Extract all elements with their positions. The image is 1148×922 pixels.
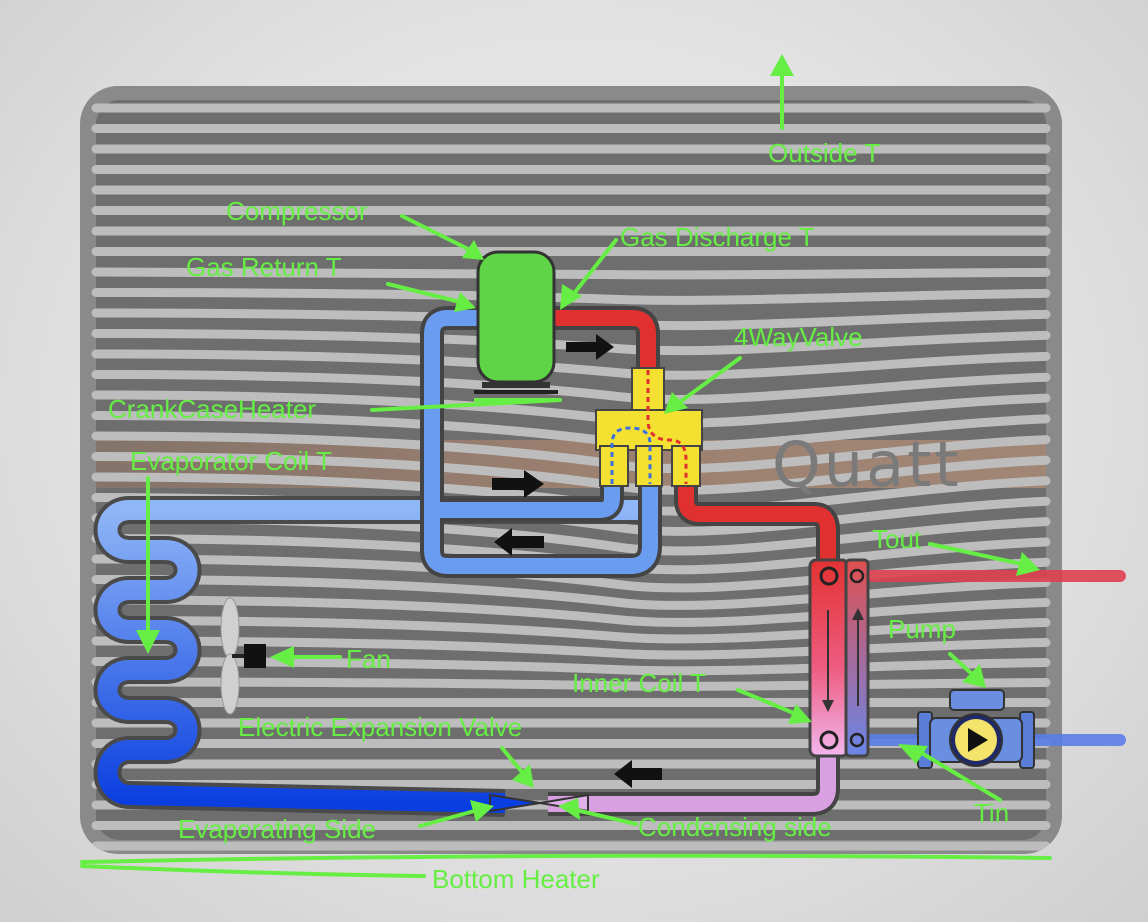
label-gas-discharge-t: Gas Discharge T bbox=[620, 222, 815, 252]
label-fan: Fan bbox=[346, 644, 391, 674]
label-pump: Pump bbox=[888, 614, 956, 644]
four-way-valve bbox=[595, 367, 703, 487]
labels: Outside T Compressor Gas Discharge T Gas… bbox=[108, 138, 1009, 894]
condensing-pipe bbox=[548, 740, 840, 816]
fan-icon bbox=[220, 597, 266, 715]
grille-slat bbox=[91, 616, 1051, 644]
label-compressor: Compressor bbox=[226, 196, 368, 226]
arrow-left-icon bbox=[614, 760, 662, 788]
label-bottom-heater: Bottom Heater bbox=[432, 864, 600, 894]
annotation-leaders bbox=[80, 54, 1052, 878]
label-tin: Tin bbox=[974, 798, 1009, 828]
arrow-right-icon bbox=[492, 470, 544, 498]
label-gas-return-t: Gas Return T bbox=[186, 252, 342, 282]
grille-slat bbox=[91, 657, 1051, 676]
grille-slat bbox=[91, 370, 1051, 404]
label-crankcase-heater: CrankCaseHeater bbox=[108, 394, 316, 424]
grille-slat bbox=[91, 267, 1051, 280]
label-tout: Tout bbox=[872, 524, 922, 554]
grille-slat bbox=[91, 349, 1051, 380]
grille-slat bbox=[91, 329, 1051, 356]
grille-slat bbox=[91, 288, 1051, 305]
compressor bbox=[474, 250, 558, 402]
evaporator-coil bbox=[93, 496, 640, 817]
label-electric-expansion-valve: Electric Expansion Valve bbox=[238, 712, 522, 742]
pump bbox=[917, 689, 1035, 769]
grille-slat bbox=[91, 595, 1051, 627]
arrow-left-icon bbox=[494, 528, 544, 556]
arrow-right-icon bbox=[566, 334, 614, 360]
brand-logo: Quatt bbox=[772, 428, 962, 501]
label-evaporating-side: Evaporating Side bbox=[178, 814, 376, 844]
label-outside-t: Outside T bbox=[768, 138, 880, 168]
grille-slat bbox=[91, 636, 1051, 660]
plate-heat-exchanger bbox=[808, 558, 870, 758]
label-evaporator-coil-t: Evaporator Coil T bbox=[130, 446, 332, 476]
suction-pipe bbox=[420, 306, 662, 578]
label-condensing-side: Condensing side bbox=[638, 812, 832, 842]
label-inner-coil-t: Inner Coil T bbox=[572, 668, 706, 698]
label-4way-valve: 4WayValve bbox=[734, 322, 863, 352]
flow-arrows bbox=[492, 334, 662, 788]
grille-slat bbox=[91, 575, 1051, 610]
discharge-pipe bbox=[552, 306, 840, 572]
grille-slat bbox=[91, 677, 1051, 691]
